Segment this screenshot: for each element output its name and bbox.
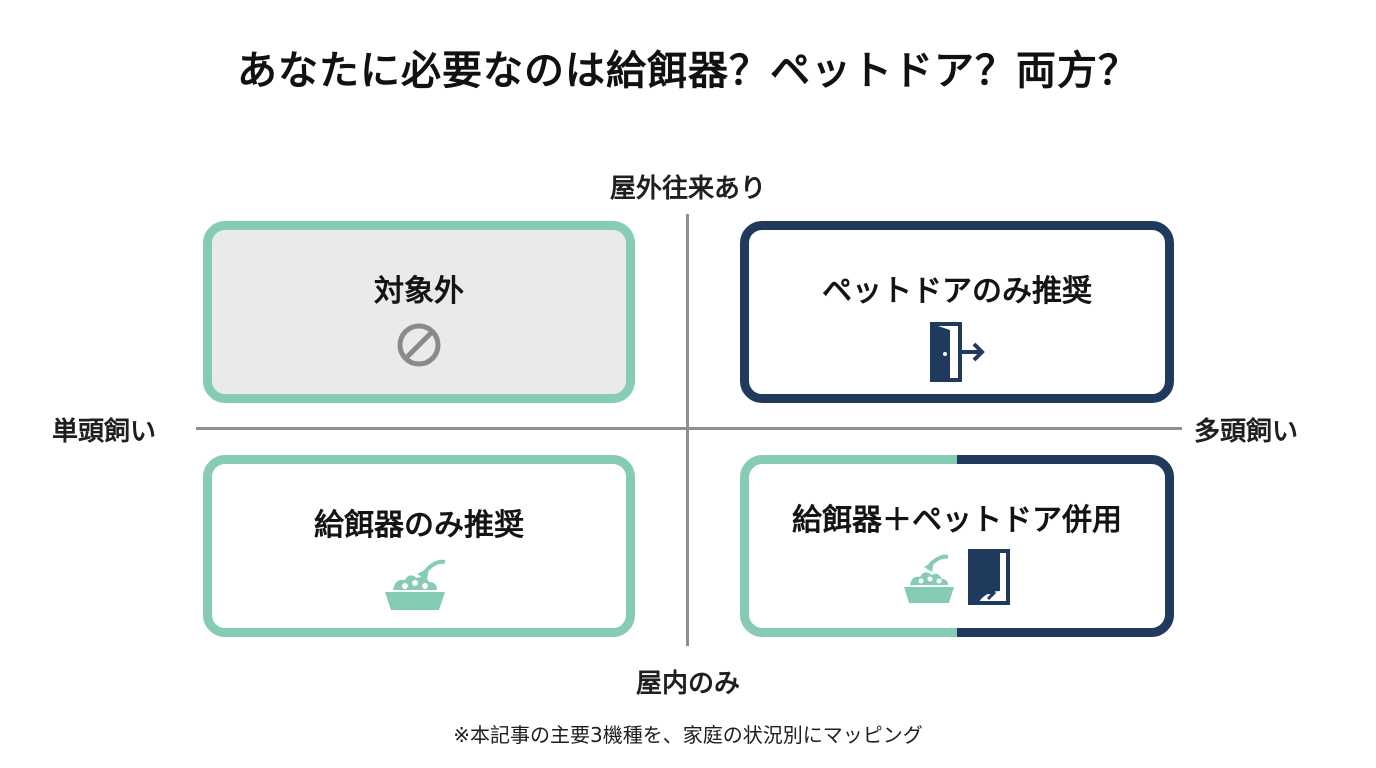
prohibited-icon: [397, 323, 441, 367]
door-exit-icon: [930, 322, 985, 382]
axis-label-top: 屋外往来あり: [609, 174, 766, 204]
axis-label-bottom: 屋内のみ: [635, 669, 740, 699]
vertical-axis-line: [686, 214, 689, 646]
quadrant-top-right: ペットドアのみ推奨: [740, 221, 1174, 403]
quadrant-bottom-right: 給餌器＋ペットドア併用: [740, 455, 1174, 637]
page-title: あなたに必要なのは給餌器？ペットドア？両方？: [237, 48, 1139, 94]
split-frame: [740, 455, 1174, 637]
quadrant-label: 給餌器＋ペットドア併用: [792, 503, 1122, 538]
food-bowl-icon: [385, 559, 446, 610]
quadrant-bottom-left: 給餌器のみ推奨: [203, 455, 635, 637]
horizontal-axis-line: [196, 427, 1182, 430]
quadrant-label: 給餌器のみ推奨: [314, 508, 524, 543]
axis-label-left: 単頭飼い: [52, 417, 157, 447]
footnote: ※本記事の主要3機種を、家庭の状況別にマッピング: [453, 723, 923, 747]
bowl-and-door-icon: [904, 549, 1010, 605]
axis-label-right: 多頭飼い: [1194, 417, 1299, 447]
quadrant-label: ペットドアのみ推奨: [822, 274, 1092, 309]
quadrant-top-left: 対象外: [203, 221, 635, 403]
quadrant-label: 対象外: [374, 274, 464, 309]
